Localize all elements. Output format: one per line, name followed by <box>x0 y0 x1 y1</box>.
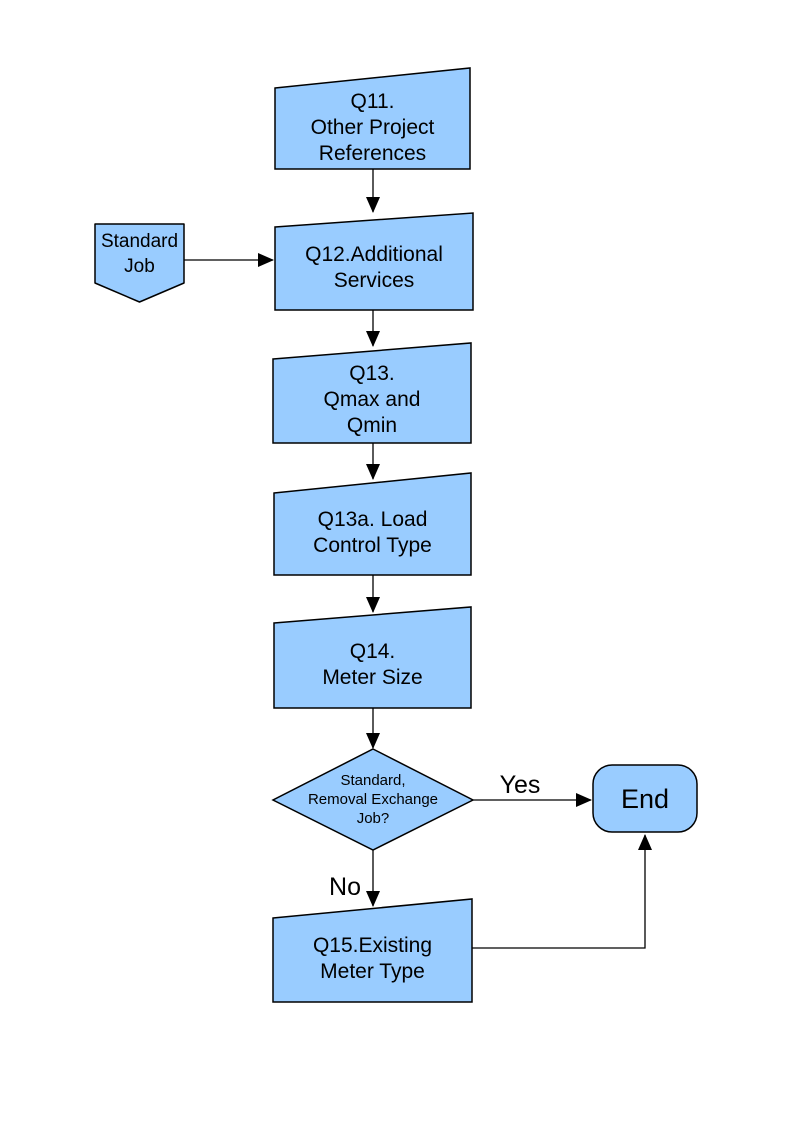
node-q13-shape <box>272 342 472 444</box>
node-q11-label: Q11. Other Project References <box>310 89 435 165</box>
connectors <box>184 169 652 949</box>
node-end-label: End <box>620 783 670 814</box>
node-q12-shape <box>274 212 474 311</box>
node-end-shape <box>592 764 698 833</box>
node-decision-shape <box>271 748 475 851</box>
node-q12-label: Q12.Additional Services <box>305 242 443 292</box>
edge-yes-label: Yes <box>499 771 541 799</box>
node-q11-shape <box>274 67 471 170</box>
node-q14-shape <box>273 606 472 709</box>
node-q14-label: Q14. Meter Size <box>322 639 423 689</box>
connector-q15-to-end <box>472 834 652 949</box>
node-q13-label: Q13. Qmax and Qmin <box>323 362 421 437</box>
node-q15-label: Q15.Existing Meter Type <box>312 934 433 983</box>
node-q15-shape <box>272 898 473 1003</box>
node-standard-job-shape <box>94 223 185 303</box>
node-q13a-shape <box>273 472 472 576</box>
node-standard-job-label: Standard Job <box>100 231 179 277</box>
node-q13a-label: Q13a. Load Control Type <box>313 508 432 557</box>
edge-no-label: No <box>329 873 361 901</box>
node-shapes <box>94 67 698 1003</box>
node-decision-label: Standard, Removal Exchange Job? <box>307 772 439 827</box>
